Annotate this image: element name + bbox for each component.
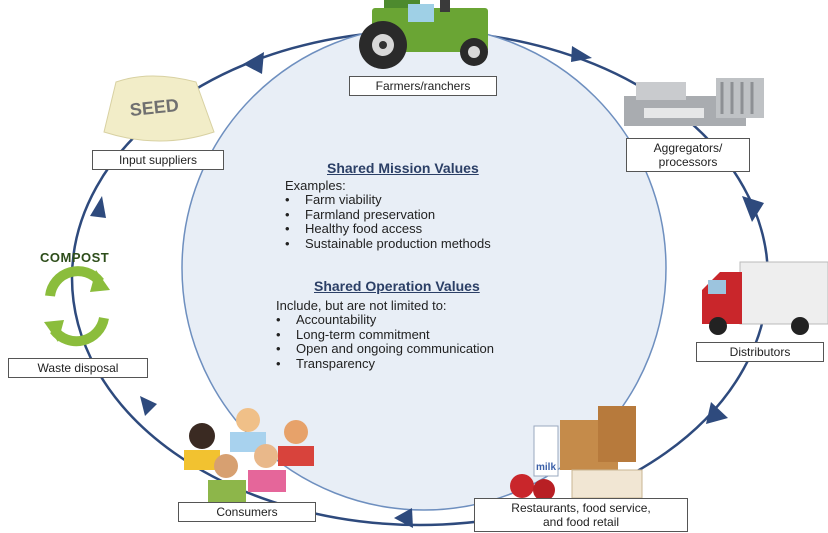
cycle-arrow-icon (706, 402, 728, 424)
mission-values-list: Farm viabilityFarmland preservationHealt… (285, 192, 491, 252)
mission-values-heading: Shared Mission Values (327, 160, 479, 176)
compost-label: COMPOST (40, 250, 110, 265)
cycle-arrow-icon (571, 46, 592, 62)
svg-text:milk: milk (536, 462, 556, 473)
value-item: Transparency (276, 356, 494, 372)
value-item: Sustainable production methods (285, 236, 491, 252)
cycle-arrow-icon (394, 508, 413, 528)
mission-values-intro: Examples: (285, 178, 346, 193)
value-item: Open and ongoing communication (276, 341, 494, 357)
operation-values-heading: Shared Operation Values (314, 278, 480, 294)
node-aggregators: Aggregators/ processors (626, 138, 750, 172)
value-item: Accountability (276, 312, 494, 328)
cycle-arrow-icon (742, 196, 764, 222)
truck-icon (702, 261, 828, 335)
operation-values-intro: Include, but are not limited to: (276, 298, 447, 313)
operation-values-list: AccountabilityLong-term commitmentOpen a… (276, 312, 494, 372)
tractor-icon (359, 0, 488, 69)
node-distributors: Distributors (696, 342, 824, 362)
people-icon (184, 408, 314, 504)
value-item: Farmland preservation (285, 207, 491, 223)
compost-icon (44, 266, 110, 347)
cycle-arrow-icon (140, 396, 157, 416)
groceries-icon: milk (510, 406, 643, 501)
node-consumers: Consumers (178, 502, 316, 522)
node-farmers: Farmers/ranchers (349, 76, 497, 96)
value-item: Farm viability (285, 192, 491, 208)
node-input-suppliers: Input suppliers (92, 150, 224, 170)
node-waste-disposal: Waste disposal (8, 358, 148, 378)
cycle-arrow-icon (90, 196, 106, 218)
factory-icon (624, 78, 764, 126)
value-item: Long-term commitment (276, 327, 494, 343)
seed-bag-icon: SEED (103, 75, 215, 142)
cycle-arrow-icon (243, 52, 264, 74)
value-item: Healthy food access (285, 221, 491, 237)
node-restaurants: Restaurants, food service, and food reta… (474, 498, 688, 532)
